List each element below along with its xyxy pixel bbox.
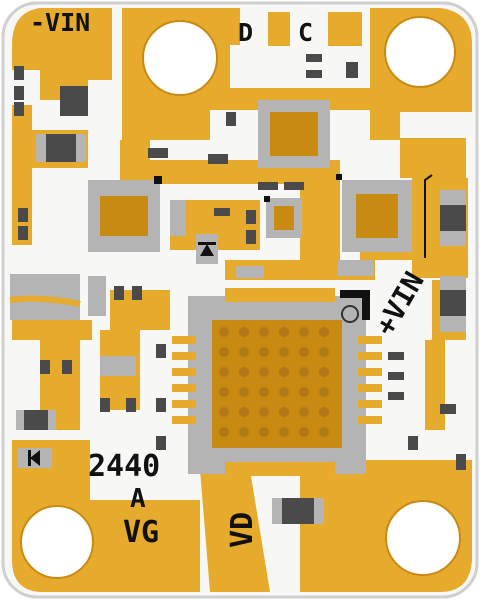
ic-top-pin-bar <box>225 288 335 302</box>
trace <box>212 88 380 110</box>
d-pad <box>268 12 290 46</box>
mounting-hole-icon <box>142 20 218 96</box>
ic-center-pad <box>274 206 294 230</box>
trace <box>120 140 150 185</box>
ic-corner-mark <box>340 290 370 298</box>
d-label: D <box>238 18 254 47</box>
left-copper-strip <box>12 105 32 245</box>
silk-line <box>424 174 433 258</box>
trace <box>425 340 445 430</box>
resistor-array <box>14 54 466 470</box>
c-pad <box>328 12 362 46</box>
ic-center-pad <box>356 194 398 238</box>
ic-bottom-pin-bar <box>225 462 335 476</box>
vg-label: VG <box>123 515 160 550</box>
ic-trace-curve <box>9 295 81 307</box>
silk-marker <box>264 196 270 202</box>
vin-negative-label: -VIN <box>30 8 91 37</box>
left-lower-copper <box>12 320 92 340</box>
left-copper-pour <box>12 8 112 100</box>
vd-trace <box>200 470 270 592</box>
silk-marker <box>154 176 162 184</box>
ic-thermal-pad <box>212 320 342 448</box>
mounting-hole-icon <box>385 500 461 576</box>
ic-center-pad <box>270 112 318 156</box>
part-number-label: 2440 <box>88 449 161 484</box>
diode-icon <box>196 234 218 264</box>
silk-marker <box>336 174 342 180</box>
revision-label: A <box>130 484 146 514</box>
ic-corner-mark <box>362 290 370 320</box>
ic-pins-right <box>358 336 382 424</box>
capacitor-icon <box>16 86 466 524</box>
ic-thermal-vias <box>219 327 329 437</box>
ic-pin1-marker <box>341 305 359 323</box>
mounting-hole-icon <box>20 505 94 579</box>
trace <box>300 180 340 260</box>
mounting-hole-icon <box>384 16 456 88</box>
c-label: C <box>298 18 314 47</box>
vd-label: VD <box>225 511 260 548</box>
diode-icon <box>18 448 52 468</box>
ic-pins-left <box>172 336 196 424</box>
trace <box>400 138 466 178</box>
ic-center-pad <box>100 196 148 236</box>
